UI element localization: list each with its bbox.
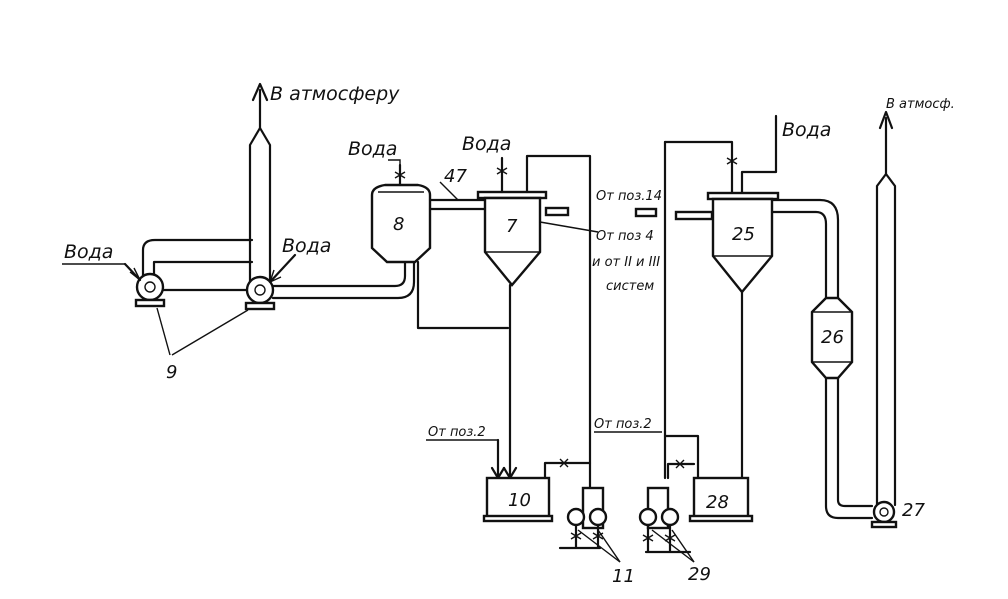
from-4-line2: и от II и III	[592, 255, 660, 270]
pos-29-label: 29	[688, 564, 711, 585]
atm-left-label: В атмосферу	[270, 83, 400, 105]
pipe-47: 47	[428, 166, 488, 211]
tank-28	[692, 476, 750, 520]
pos-47-label: 47	[444, 166, 467, 187]
apparatus-8: 8 Вода	[348, 138, 510, 330]
atm-right-label: В атмосф.	[886, 97, 955, 112]
water-25-label: Вода	[782, 119, 831, 141]
from-14-label: От поз.14	[596, 189, 662, 204]
pos-7-label: 7	[506, 216, 518, 237]
water-7-label: Вода	[462, 133, 511, 155]
pos-26-label: 26	[821, 327, 844, 348]
pos-9-label: 9	[166, 362, 177, 383]
pumps-9: Вода Вода 9	[62, 235, 416, 383]
left-chimney: В атмосферу	[248, 82, 400, 285]
pos-8-label: 8	[393, 214, 404, 235]
apparatus-26: 26	[810, 296, 874, 520]
water-pump-left-label: Вода	[64, 241, 113, 263]
fan-27	[872, 500, 896, 524]
from-2-right-label: От поз.2	[594, 417, 652, 432]
right-chimney: В атмосф. 27	[870, 97, 955, 529]
pos-27-label: 27	[902, 500, 925, 521]
tank-10-group: От поз.2 10 11	[426, 425, 635, 587]
pos-25-label: 25	[732, 224, 755, 245]
pos-11-label: 11	[612, 566, 635, 587]
water-pump-right-label: Вода	[282, 235, 331, 257]
pos-10-label: 10	[508, 490, 531, 511]
pump-9b	[245, 275, 275, 305]
from-4-line3: систем	[606, 279, 654, 294]
pump-9a	[135, 272, 165, 302]
apparatus-25: Вода 25	[663, 114, 840, 480]
nozzle-mark	[634, 207, 658, 218]
tank-28-group: От поз.2 28 29	[594, 417, 754, 585]
pos-28-label: 28	[706, 492, 729, 513]
from-2-left-label: От поз.2	[428, 425, 486, 440]
from-4-line1: От поз 4	[596, 229, 654, 244]
water-8-label: Вода	[348, 138, 397, 160]
